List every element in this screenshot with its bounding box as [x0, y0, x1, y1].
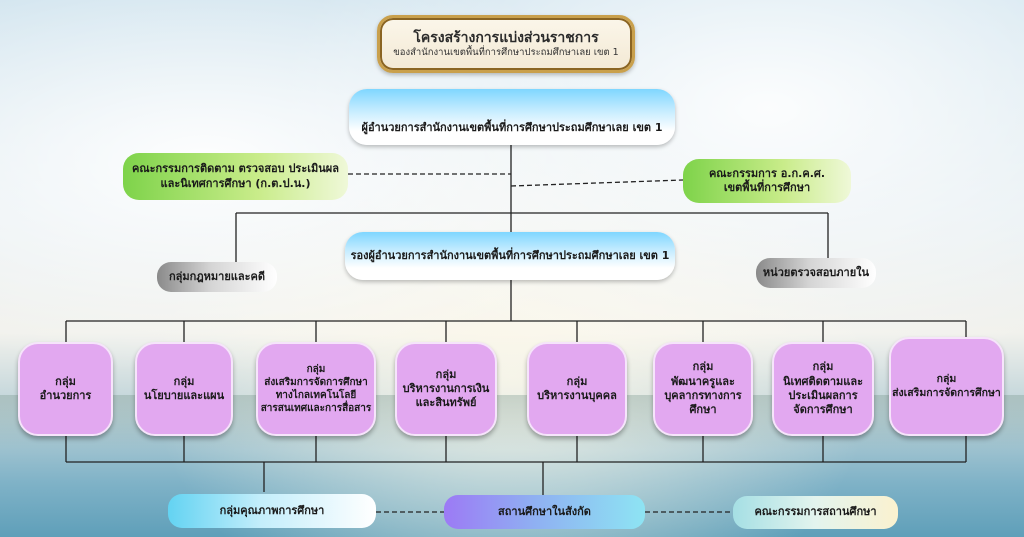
group-line-1: กลุ่ม [173, 374, 195, 388]
group-line-2: ส่งเสริมการจัดการศึกษา [892, 386, 1001, 399]
group-box-teacher-development: กลุ่ม พัฒนาครูและ บุคลากรทางการ ศึกษา [653, 342, 753, 436]
group-line-1: กลุ่ม [692, 360, 714, 374]
group-box-general-admin: กลุ่ม อำนวยการ [18, 342, 113, 436]
audit-unit-label: หน่วยตรวจสอบภายใน [762, 265, 870, 279]
group-line-1: กลุ่ม [566, 374, 588, 388]
group-line-2: บริหารงานบุคคล [537, 389, 617, 402]
group-line-3: ประเมินผลการ [788, 389, 858, 402]
group-line-2: อำนวยการ [39, 389, 92, 402]
title-line-2: ของสำนักงานเขตพื้นที่การศึกษาประถมศึกษาเ… [393, 46, 619, 58]
schools-label: สถานศึกษาในสังกัด [498, 504, 591, 518]
group-box-finance-assets: กลุ่ม บริหารงานการเงิน และสินทรัพย์ [395, 342, 497, 436]
group-line-2: นิเทศติดตามและ [782, 374, 864, 388]
legal-group-box: กลุ่มกฎหมายและคดี [157, 262, 277, 292]
group-line-4: สารสนเทศและการสื่อสาร [260, 403, 372, 414]
title-line-1: โครงสร้างการแบ่งส่วนราชการ [413, 29, 599, 46]
quality-group-label: กลุ่มคุณภาพการศึกษา [219, 503, 325, 517]
committee-left-line-1: คณะกรรมการติดตาม ตรวจสอบ ประเมินผล [132, 162, 339, 176]
audit-unit-box: หน่วยตรวจสอบภายใน [756, 258, 876, 288]
deputy-box: รองผู้อำนวยการสำนักงานเขตพื้นที่การศึกษา… [345, 232, 675, 280]
group-box-education-promotion: กลุ่ม ส่งเสริมการจัดการศึกษา [889, 337, 1004, 436]
committee-akks-box: คณะกรรมการ อ.ก.ค.ศ. เขตพื้นที่การศึกษา [683, 159, 851, 203]
committee-kptpn-box: คณะกรรมการติดตาม ตรวจสอบ ประเมินผล และนิ… [123, 153, 348, 200]
group-line-2: พัฒนาครูและ [671, 374, 735, 388]
director-box: ผู้อำนวยการสำนักงานเขตพื้นที่การศึกษาประ… [349, 89, 675, 145]
group-line-1: กลุ่ม [812, 360, 834, 374]
quality-group-box: กลุ่มคุณภาพการศึกษา [168, 494, 376, 528]
group-line-4: ศึกษา [689, 403, 717, 417]
group-line-4: จัดการศึกษา [793, 403, 853, 417]
deputy-label: รองผู้อำนวยการสำนักงานเขตพื้นที่การศึกษา… [350, 248, 670, 262]
group-line-3: ทางไกลเทคโนโลยี [275, 390, 357, 401]
committee-right-line-2: เขตพื้นที่การศึกษา [723, 181, 811, 194]
page-title: โครงสร้างการแบ่งส่วนราชการ ของสำนักงานเข… [377, 15, 635, 73]
group-line-2: ส่งเสริมการจัดการศึกษา [264, 377, 368, 388]
group-box-distance-ict: กลุ่ม ส่งเสริมการจัดการศึกษา ทางไกลเทคโน… [256, 342, 376, 436]
group-line-3: และสินทรัพย์ [415, 396, 477, 410]
schools-box: สถานศึกษาในสังกัด [444, 495, 645, 529]
group-line-1: กลุ่ม [55, 374, 76, 388]
group-box-personnel: กลุ่ม บริหารงานบุคคล [527, 342, 627, 436]
group-box-policy-plan: กลุ่ม นโยบายและแผน [135, 342, 233, 436]
group-line-2: นโยบายและแผน [143, 389, 225, 402]
legal-group-label: กลุ่มกฎหมายและคดี [168, 269, 266, 283]
committee-right-line-1: คณะกรรมการ อ.ก.ค.ศ. [708, 166, 826, 180]
school-committee-label: คณะกรรมการสถานศึกษา [754, 505, 877, 519]
school-committee-box: คณะกรรมการสถานศึกษา [733, 496, 898, 529]
group-line-1: กลุ่ม [306, 364, 326, 375]
group-line-1: กลุ่ม [435, 367, 457, 381]
director-label: ผู้อำนวยการสำนักงานเขตพื้นที่การศึกษาประ… [361, 120, 663, 134]
group-line-1: กลุ่ม [936, 372, 957, 385]
group-line-2: บริหารงานการเงิน [402, 381, 490, 395]
group-box-supervision-evaluation: กลุ่ม นิเทศติดตามและ ประเมินผลการ จัดการ… [772, 342, 874, 436]
group-line-3: บุคลากรทางการ [664, 389, 742, 402]
committee-left-line-2: และนิเทศการศึกษา (ก.ต.ป.น.) [160, 176, 311, 190]
